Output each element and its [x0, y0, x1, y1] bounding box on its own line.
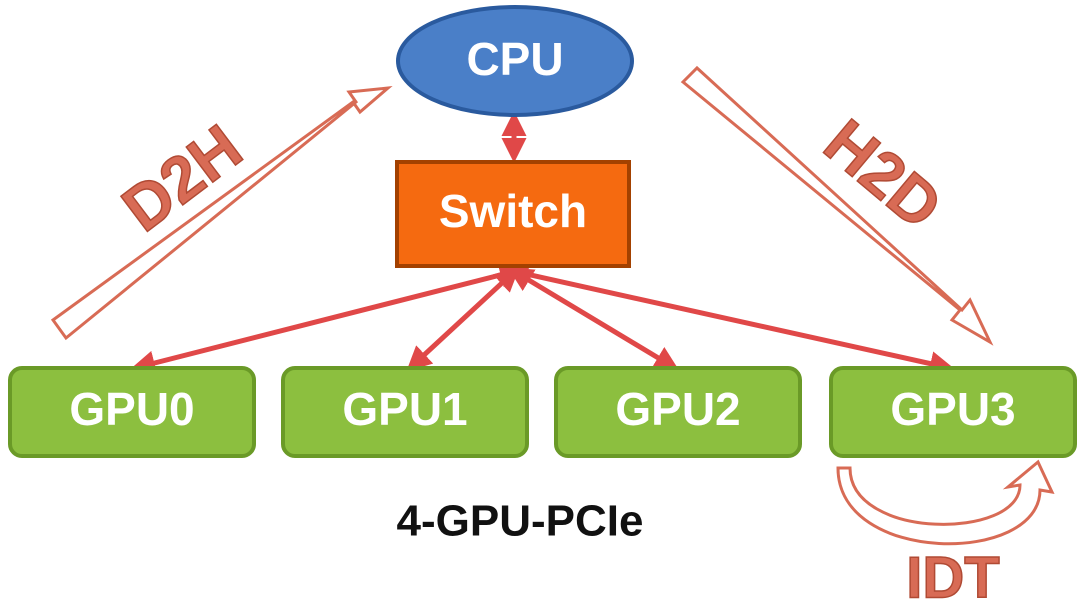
- h2d-flow-arrow: [680, 65, 994, 346]
- cpu-node: CPU: [396, 5, 634, 117]
- diagram-caption: 4-GPU-PCIe: [397, 497, 644, 546]
- switch-gpu3-link: [503, 262, 955, 376]
- gpu0-node: GPU0: [8, 366, 256, 458]
- h2d-label: H2D: [811, 105, 955, 242]
- gpu1-label: GPU1: [342, 383, 467, 435]
- gpu2-node: GPU2: [554, 366, 802, 458]
- gpu2-label: GPU2: [615, 383, 740, 435]
- switch-gpu1-link: [406, 266, 520, 372]
- switch-node: Switch: [395, 160, 631, 268]
- gpu3-label: GPU3: [890, 383, 1015, 435]
- switch-label: Switch: [439, 185, 587, 237]
- switch-gpu2-link: [507, 267, 680, 371]
- gpu1-node: GPU1: [281, 366, 529, 458]
- idt-flow-arrow: [836, 459, 1055, 546]
- cpu-label: CPU: [466, 33, 563, 85]
- idt-label: IDT: [906, 545, 999, 610]
- gpu0-label: GPU0: [69, 383, 194, 435]
- gpu3-node: GPU3: [829, 366, 1077, 458]
